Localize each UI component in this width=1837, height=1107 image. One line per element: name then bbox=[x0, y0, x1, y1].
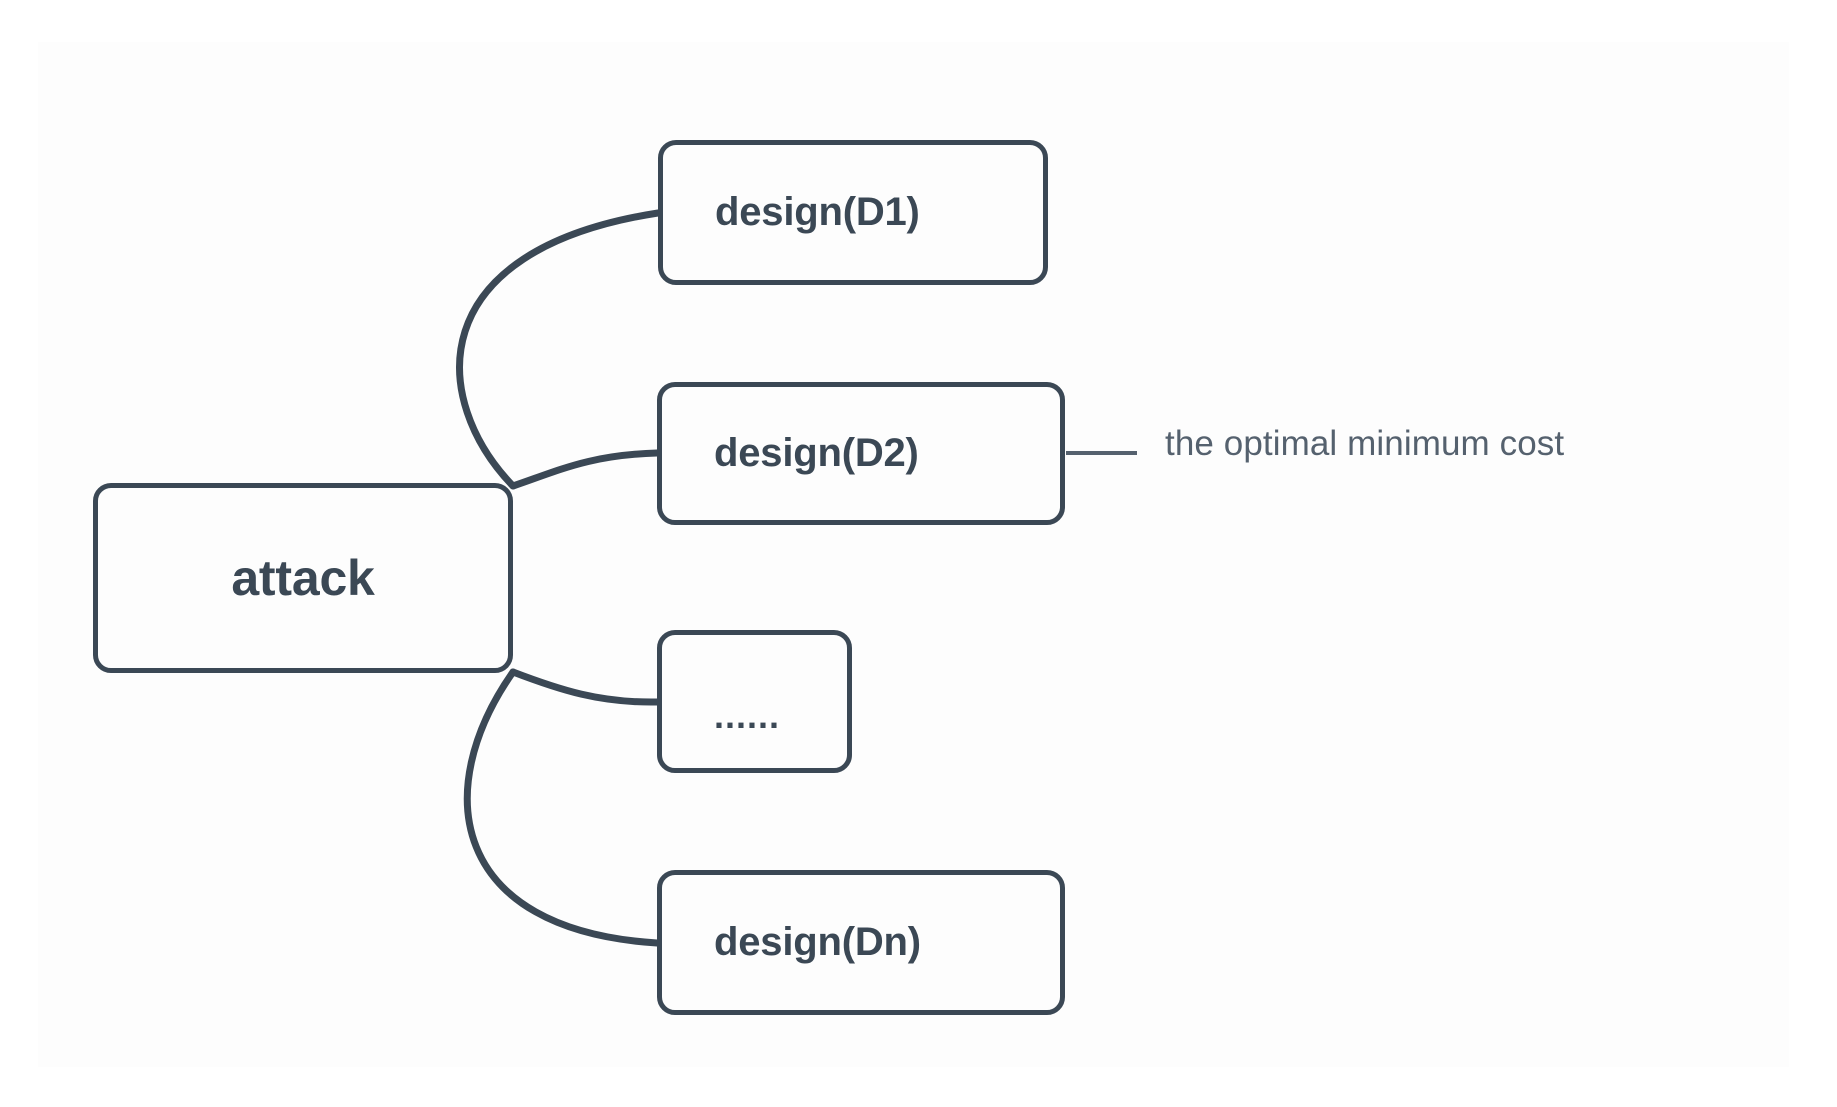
node-design-d1-label: design(D1) bbox=[715, 190, 920, 234]
node-attack[interactable]: attack bbox=[93, 483, 513, 673]
node-design-dn[interactable]: design(Dn) bbox=[657, 870, 1065, 1015]
node-ellipsis[interactable]: ...... bbox=[657, 630, 852, 773]
node-ellipsis-label: ...... bbox=[714, 694, 781, 736]
annotation-label: the optimal minimum cost bbox=[1165, 424, 1565, 463]
node-attack-label: attack bbox=[231, 550, 375, 606]
node-design-d2[interactable]: design(D2) bbox=[657, 382, 1065, 525]
node-design-dn-label: design(Dn) bbox=[714, 920, 921, 964]
node-design-d1[interactable]: design(D1) bbox=[658, 140, 1048, 285]
node-design-d2-label: design(D2) bbox=[714, 431, 919, 475]
